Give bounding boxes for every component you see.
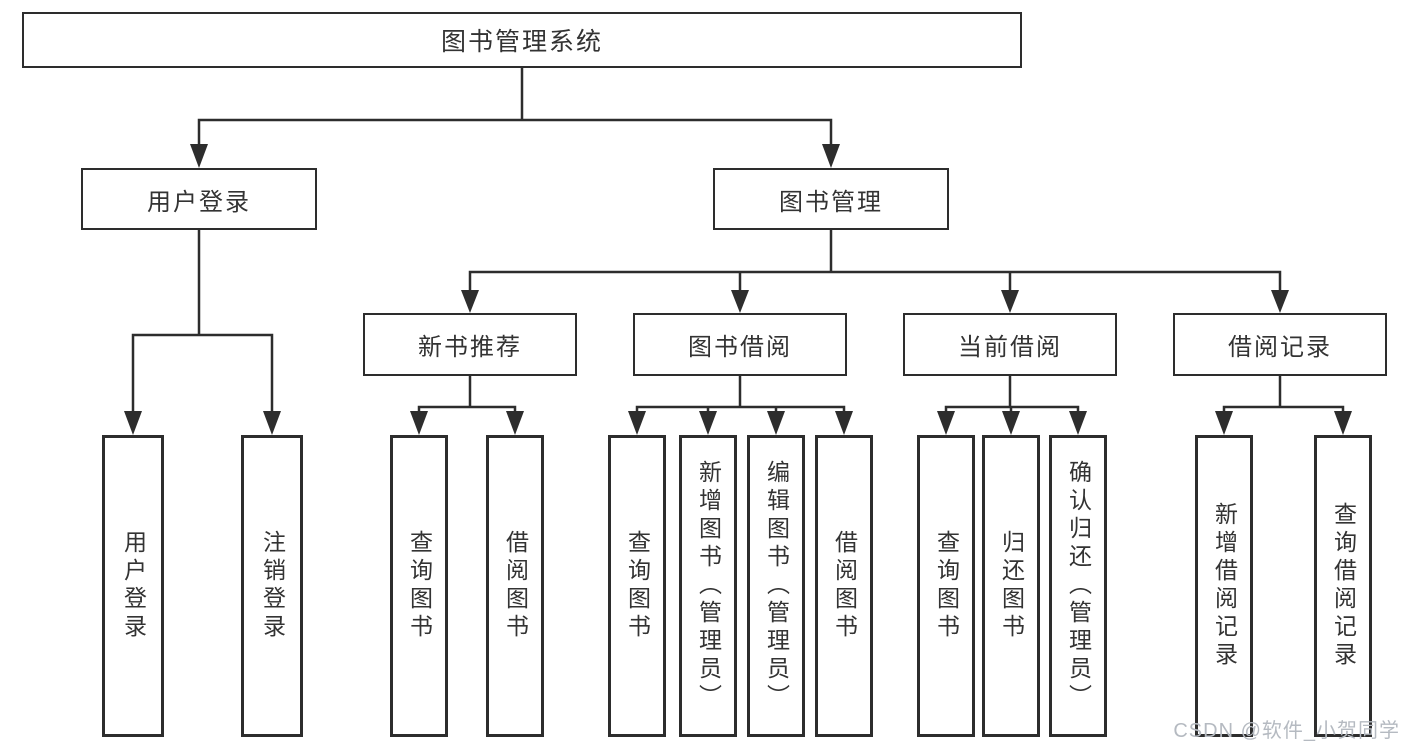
leaf-return-books-label: 归还图书 xyxy=(998,530,1025,642)
leaf-add-borrow-record-label: 新增借阅记录 xyxy=(1211,502,1238,670)
leaf-add-book-admin: 新增图书（管理员） xyxy=(679,435,737,737)
leaf-borrow-books-recommendation-label: 借阅图书 xyxy=(502,530,529,642)
leaf-query-books-borrowing: 查询图书 xyxy=(608,435,666,737)
node-library-management-system: 图书管理系统 xyxy=(22,12,1022,68)
node-new-book-recommendation: 新书推荐 xyxy=(363,313,577,376)
leaf-logout: 注销登录 xyxy=(241,435,303,737)
leaf-logout-label: 注销登录 xyxy=(259,530,286,642)
leaf-return-books: 归还图书 xyxy=(982,435,1040,737)
leaf-query-books-borrowing-label: 查询图书 xyxy=(624,530,651,642)
leaf-query-books-recommendation-label: 查询图书 xyxy=(406,530,433,642)
leaf-user-login-label: 用户登录 xyxy=(120,530,147,642)
leaf-query-books-current: 查询图书 xyxy=(917,435,975,737)
node-current-borrowing: 当前借阅 xyxy=(903,313,1117,376)
leaf-query-books-recommendation: 查询图书 xyxy=(390,435,448,737)
leaf-query-books-current-label: 查询图书 xyxy=(933,530,960,642)
node-book-management: 图书管理 xyxy=(713,168,949,230)
leaf-add-book-admin-label: 新增图书（管理员） xyxy=(695,460,722,712)
leaf-confirm-return-admin-label: 确认归还（管理员） xyxy=(1065,460,1092,712)
watermark-text: CSDN @软件_小贺同学 xyxy=(1173,720,1400,742)
node-book-borrowing: 图书借阅 xyxy=(633,313,847,376)
node-borrowing-records: 借阅记录 xyxy=(1173,313,1387,376)
leaf-edit-book-admin: 编辑图书（管理员） xyxy=(747,435,805,737)
leaf-user-login: 用户登录 xyxy=(102,435,164,737)
arrowhead-icons xyxy=(124,144,1352,435)
leaf-query-borrow-record-label: 查询借阅记录 xyxy=(1330,502,1357,670)
leaf-borrow-books-recommendation: 借阅图书 xyxy=(486,435,544,737)
node-user-login: 用户登录 xyxy=(81,168,317,230)
leaf-borrow-books-borrowing: 借阅图书 xyxy=(815,435,873,737)
leaf-edit-book-admin-label: 编辑图书（管理员） xyxy=(763,460,790,712)
leaf-borrow-books-borrowing-label: 借阅图书 xyxy=(831,530,858,642)
leaf-confirm-return-admin: 确认归还（管理员） xyxy=(1049,435,1107,737)
leaf-add-borrow-record: 新增借阅记录 xyxy=(1195,435,1253,737)
leaf-query-borrow-record: 查询借阅记录 xyxy=(1314,435,1372,737)
